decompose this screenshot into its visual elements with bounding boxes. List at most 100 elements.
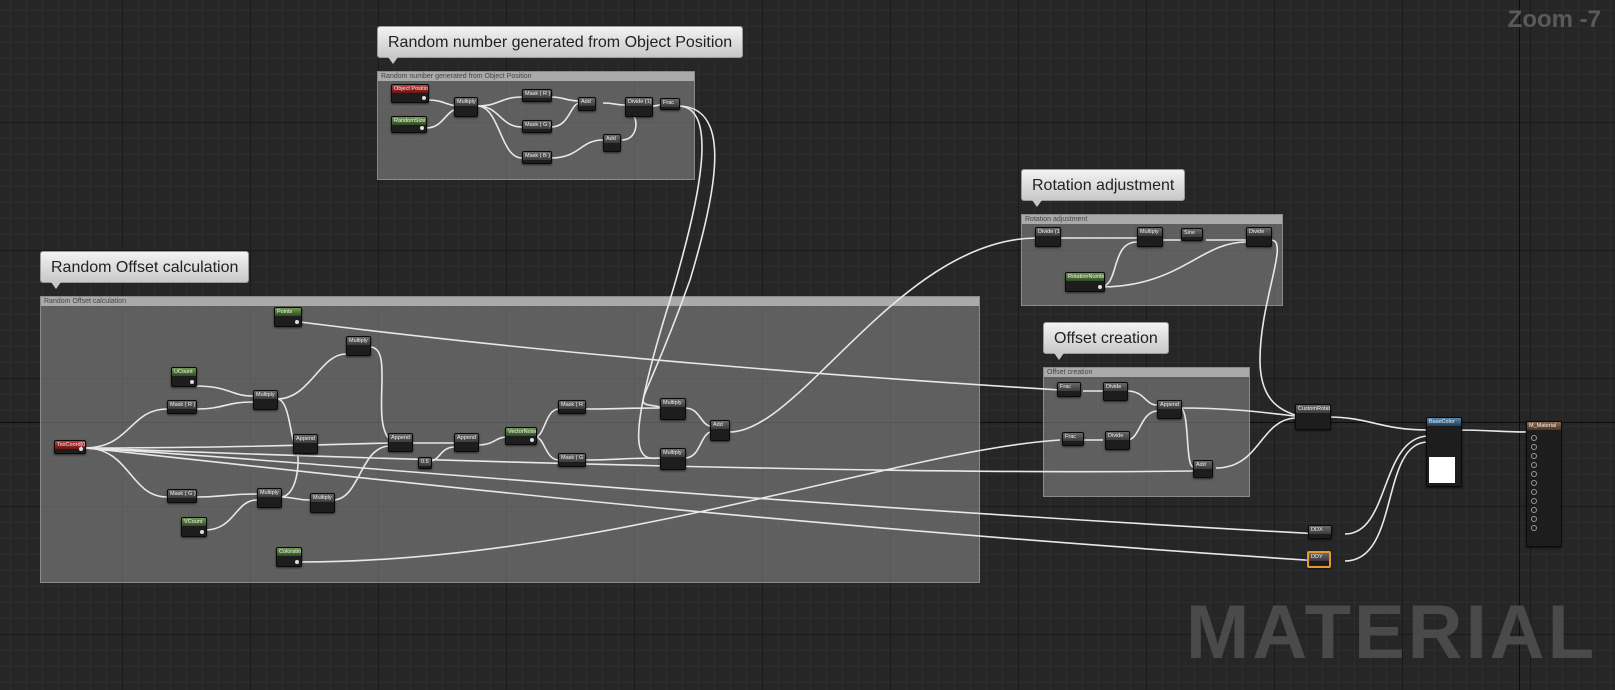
node-rotation-number[interactable]: RotationNumber bbox=[1065, 272, 1105, 292]
node-frac-o2[interactable]: Frac bbox=[1062, 432, 1084, 446]
node-title: Divide bbox=[1106, 432, 1129, 440]
node-title: Object Position bbox=[392, 85, 428, 93]
node-append-b[interactable]: Append bbox=[388, 433, 413, 452]
node-mask-g3[interactable]: Mask ( G ) bbox=[558, 453, 586, 467]
node-title: Mask ( R ) bbox=[168, 401, 196, 409]
node-ddx[interactable]: DDX bbox=[1308, 525, 1332, 539]
node-title: Divide (1) bbox=[626, 98, 652, 106]
node-texcoord[interactable]: TexCoord[0] bbox=[54, 440, 86, 454]
output-pin[interactable] bbox=[190, 380, 194, 384]
node-title: Multiply bbox=[347, 337, 370, 345]
comment-box-header: Rotation adjustment bbox=[1022, 215, 1282, 224]
node-mask-r3[interactable]: Mask ( R ) bbox=[558, 400, 586, 414]
output-pin[interactable] bbox=[200, 530, 204, 534]
node-title: VCount bbox=[182, 518, 206, 526]
node-multiply-c[interactable]: Multiply bbox=[257, 488, 282, 508]
node-multiply-rot[interactable]: Multiply bbox=[1137, 227, 1163, 247]
node-ucount[interactable]: UCount bbox=[171, 367, 197, 387]
comment-bubble-random-number[interactable]: Random number generated from Object Posi… bbox=[377, 26, 744, 64]
node-title: Sine bbox=[1182, 229, 1202, 237]
node-title: Add bbox=[1194, 461, 1212, 469]
node-title: Multiply bbox=[661, 449, 685, 457]
node-title: Add bbox=[579, 98, 595, 106]
node-add-o[interactable]: Add bbox=[1193, 460, 1213, 478]
node-title: VectorNoise bbox=[506, 428, 536, 436]
color-preview-swatch bbox=[1429, 457, 1455, 483]
node-multiply-e[interactable]: Multiply bbox=[310, 493, 335, 513]
node-random-size[interactable]: RandomSize bbox=[391, 116, 427, 133]
node-title: Multiply bbox=[455, 98, 477, 106]
comment-box-header: Random Offset calculation bbox=[41, 297, 979, 306]
node-title: Points bbox=[275, 308, 301, 316]
node-const-a[interactable]: 0.5 bbox=[418, 457, 432, 469]
node-mask-b[interactable]: Mask ( B ) bbox=[522, 151, 552, 164]
node-title: Mask ( B ) bbox=[523, 152, 551, 160]
node-mask-r2[interactable]: Mask ( R ) bbox=[167, 400, 197, 414]
node-mask-g[interactable]: Mask ( G ) bbox=[522, 120, 552, 133]
node-points[interactable]: Points bbox=[274, 307, 302, 327]
node-object-position[interactable]: Object Position bbox=[391, 84, 429, 103]
comment-bubble-random-offset[interactable]: Random Offset calculation bbox=[40, 251, 250, 289]
node-divide-rot2[interactable]: Divide bbox=[1246, 227, 1272, 247]
node-title: Frac bbox=[661, 99, 679, 107]
node-mask-g2[interactable]: Mask ( G ) bbox=[167, 489, 197, 503]
comment-box-header: Random number generated from Object Posi… bbox=[378, 72, 694, 81]
node-title: Mask ( R ) bbox=[559, 401, 585, 409]
graph-axis-vertical bbox=[1519, 0, 1520, 690]
zoom-level: Zoom -7 bbox=[1507, 6, 1601, 33]
node-add-c[interactable]: Add bbox=[710, 420, 730, 441]
node-append-o[interactable]: Append bbox=[1157, 400, 1182, 419]
node-title: CustomRotator bbox=[1296, 405, 1330, 413]
node-ddy[interactable]: DDY bbox=[1307, 551, 1331, 568]
output-pin[interactable] bbox=[420, 126, 424, 130]
node-title: RandomSize bbox=[392, 117, 426, 125]
node-title: Frac bbox=[1063, 433, 1083, 441]
node-custom-rotator[interactable]: CustomRotator bbox=[1295, 404, 1331, 430]
node-multiply-b[interactable]: Multiply bbox=[253, 390, 278, 410]
node-title: Add bbox=[711, 421, 729, 429]
node-divide-o1[interactable]: Divide bbox=[1103, 382, 1128, 401]
node-add-b[interactable]: Add bbox=[603, 134, 621, 152]
comment-bubble-rotation[interactable]: Rotation adjustment bbox=[1021, 169, 1186, 207]
output-pin[interactable] bbox=[295, 560, 299, 564]
node-multiply-d[interactable]: Multiply bbox=[346, 336, 371, 356]
node-sine[interactable]: Sine bbox=[1181, 228, 1203, 241]
node-title: 0.5 bbox=[419, 458, 431, 466]
output-pin[interactable] bbox=[422, 96, 426, 100]
node-title: BaseColor bbox=[1427, 418, 1461, 426]
material-output-pins[interactable] bbox=[1529, 432, 1537, 542]
node-divide-a[interactable]: Divide (1) bbox=[625, 97, 653, 117]
node-multiply-a[interactable]: Multiply bbox=[454, 97, 478, 117]
node-append-a[interactable]: Append bbox=[293, 434, 318, 454]
node-title: TexCoord[0] bbox=[55, 441, 85, 449]
node-multiply-g[interactable]: Multiply bbox=[660, 448, 686, 470]
node-coloration[interactable]: Coloration bbox=[276, 547, 302, 567]
node-vcount[interactable]: VCount bbox=[181, 517, 207, 537]
node-title: Divide bbox=[1104, 383, 1127, 391]
output-pin[interactable] bbox=[295, 320, 299, 324]
node-title: Frac bbox=[1058, 383, 1080, 391]
comment-bubble-offset[interactable]: Offset creation bbox=[1043, 322, 1169, 360]
node-title: Mask ( G ) bbox=[523, 121, 551, 129]
node-divide-rot[interactable]: Divide (1) bbox=[1035, 227, 1061, 247]
node-title: Append bbox=[389, 434, 412, 442]
output-pin[interactable] bbox=[530, 438, 534, 442]
node-title: Append bbox=[455, 434, 478, 442]
node-mask-r[interactable]: Mask ( R ) bbox=[522, 89, 552, 102]
node-add-a[interactable]: Add bbox=[578, 97, 596, 111]
output-pin[interactable] bbox=[79, 447, 83, 451]
node-title: Mask ( G ) bbox=[559, 454, 585, 462]
node-title: Append bbox=[294, 435, 317, 443]
node-frac-a[interactable]: Frac bbox=[660, 98, 680, 110]
node-title: Mask ( G ) bbox=[168, 490, 196, 498]
node-title: Divide bbox=[1247, 228, 1271, 236]
node-append-c[interactable]: Append bbox=[454, 433, 479, 452]
output-pin[interactable] bbox=[1098, 285, 1102, 289]
node-multiply-f[interactable]: Multiply bbox=[660, 398, 686, 420]
node-vector-noise[interactable]: VectorNoise bbox=[505, 427, 537, 445]
node-frac-o1[interactable]: Frac bbox=[1057, 382, 1081, 397]
node-title: Coloration bbox=[277, 548, 301, 556]
node-divide-o2[interactable]: Divide bbox=[1105, 431, 1130, 450]
node-title: Add bbox=[604, 135, 620, 143]
node-title: Divide (1) bbox=[1036, 228, 1060, 236]
